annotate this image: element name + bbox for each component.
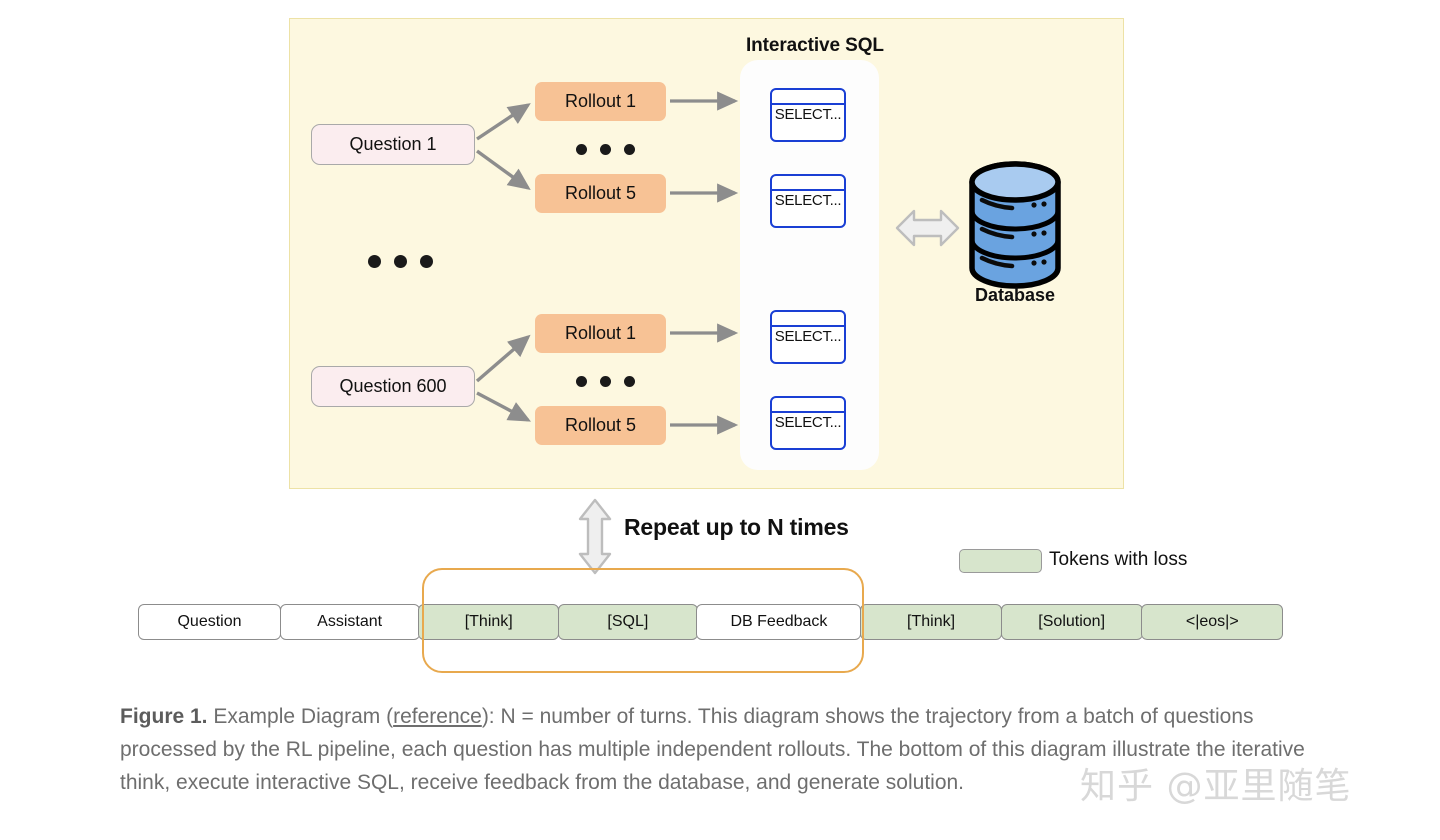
caption-before-reference: Example Diagram ( bbox=[207, 705, 394, 728]
database-label: Database bbox=[974, 285, 1056, 305]
token-chip[interactable]: DB Feedback bbox=[696, 604, 862, 640]
sql-select-label: SELECT... bbox=[774, 192, 842, 209]
rollout-ellipsis-group-1 bbox=[576, 144, 635, 155]
legend-label-tokens-with-loss: Tokens with loss bbox=[1049, 549, 1188, 570]
token-chip[interactable]: [SQL] bbox=[557, 604, 698, 640]
repeat-loop-outline bbox=[422, 568, 864, 673]
sql-select-label: SELECT... bbox=[774, 106, 842, 123]
question-groups-ellipsis bbox=[368, 255, 433, 268]
token-chip[interactable]: Assistant bbox=[279, 604, 420, 640]
rollout-box-g1-last[interactable]: Rollout 5 bbox=[535, 174, 666, 213]
sql-select-box-3[interactable]: SELECT... bbox=[770, 310, 846, 364]
caption-figure-number: Figure 1. bbox=[120, 705, 208, 728]
figure-caption: Figure 1. Example Diagram (reference): N… bbox=[120, 700, 1310, 799]
token-chip[interactable]: [Think] bbox=[418, 604, 560, 640]
rollout-box-g2-first[interactable]: Rollout 1 bbox=[535, 314, 666, 353]
legend-swatch-tokens-with-loss bbox=[959, 549, 1042, 573]
sql-select-box-1[interactable]: SELECT... bbox=[770, 88, 846, 142]
question-box-1[interactable]: Question 1 bbox=[311, 124, 475, 165]
token-chip[interactable]: [Think] bbox=[860, 604, 1003, 640]
question-box-600[interactable]: Question 600 bbox=[311, 366, 475, 407]
sql-select-box-2[interactable]: SELECT... bbox=[770, 174, 846, 228]
pipeline-panel bbox=[289, 18, 1124, 489]
token-chip[interactable]: Question bbox=[138, 604, 281, 640]
interactive-sql-title: Interactive SQL bbox=[746, 35, 884, 56]
caption-reference-link[interactable]: reference bbox=[393, 705, 482, 728]
repeat-label: Repeat up to N times bbox=[624, 514, 849, 540]
repeat-double-arrow-icon bbox=[578, 498, 612, 575]
rollout-box-g2-last[interactable]: Rollout 5 bbox=[535, 406, 666, 445]
caption-after-reference: ): N = number of turns. This diagram sho… bbox=[120, 705, 1305, 794]
rollout-box-g1-first[interactable]: Rollout 1 bbox=[535, 82, 666, 121]
token-chip[interactable]: [Solution] bbox=[1000, 604, 1143, 640]
watermark: 知乎 @亚里随笔 bbox=[1080, 766, 1352, 807]
rollout-ellipsis-group-2 bbox=[576, 376, 635, 387]
token-chip[interactable]: <|eos|> bbox=[1141, 604, 1284, 640]
sql-select-label: SELECT... bbox=[774, 328, 842, 345]
sql-select-label: SELECT... bbox=[774, 414, 842, 431]
sql-select-box-4[interactable]: SELECT... bbox=[770, 396, 846, 450]
